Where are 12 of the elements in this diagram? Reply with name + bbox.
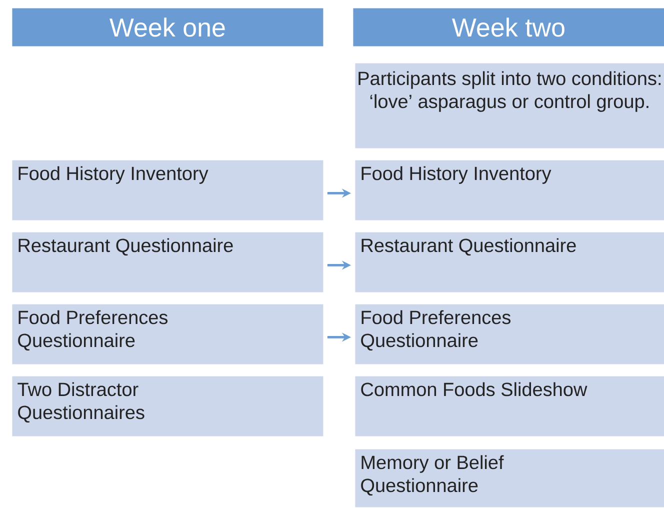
step-box: Food History Inventory [355, 160, 664, 220]
header-band: Week one [12, 8, 324, 46]
step-box: Restaurant Questionnaire [12, 232, 324, 292]
step-box: Food Preferences Questionnaire [355, 304, 664, 364]
note-box: Participants split into two conditions: ‘love’ asparagus or control group. [355, 63, 664, 148]
step-box: Two Distractor Questionnaires [12, 376, 324, 436]
header-band: Week two [353, 8, 664, 46]
step-box: Food Preferences Questionnaire [12, 304, 324, 364]
step-box: Food History Inventory [12, 160, 324, 220]
step-box: Memory or Belief Questionnaire [355, 449, 664, 508]
step-box: Restaurant Questionnaire [355, 232, 664, 292]
step-box: Common Foods Slideshow [355, 376, 664, 436]
